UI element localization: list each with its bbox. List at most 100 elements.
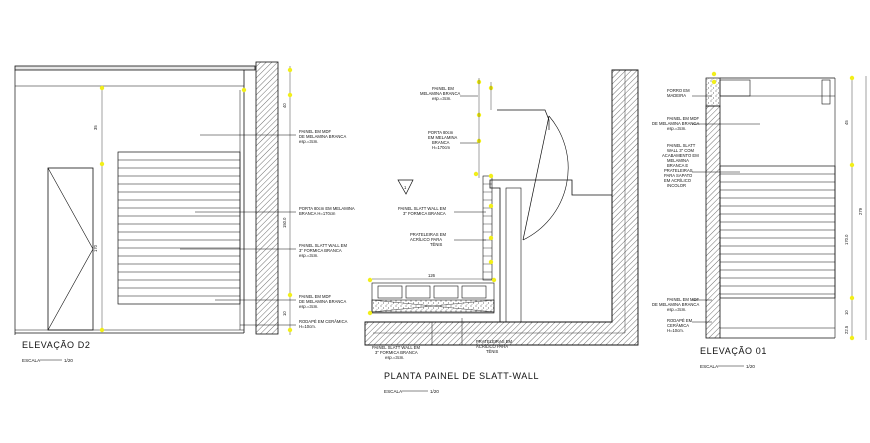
note-shelves: ACRÍLICO PARA [476,344,508,349]
note-door: H=170cm [432,145,451,150]
note-mdf-panel: esp.=3cm. [299,139,318,144]
door-swing-mark [47,167,94,331]
plan-cabinet-outline [489,179,613,323]
note-slatwall: 3" FORMICA BRANCA [299,248,342,253]
note-slatwall: 3" FORMICA BRANCA [375,350,418,355]
note-door: EM MELAMINA [428,135,458,140]
door-outline [47,167,94,331]
leader-lines-d2 [180,134,296,326]
note-panel: esp.=3cm. [432,96,451,101]
acrylic-shelf [461,285,487,299]
plan-acrylic-shelves [377,285,487,299]
note-skirting: RODAPÉ EM CERÂMICA [299,319,348,324]
note-slatwall: PARA SAPATO [664,173,693,178]
slatwall-panel-d2 [117,151,241,305]
acrylic-shelf [433,285,459,299]
note-slatwall: PAINEL SLATT WALL EM [299,243,347,248]
scale-value: 1/20 [64,358,73,363]
plan-left-slatwall [482,175,493,281]
note-slatwall: MELAMINA [667,158,689,163]
note-mdf-panel: esp.=3cm. [667,126,686,131]
dimension-markers-d2 [99,67,293,333]
note-door: PORTA 80cm [428,130,454,135]
dim-text: 22.5 [844,325,849,334]
note-shelves: ACRÍLICO PARA [410,237,442,242]
note-shelves: TÊNIS [486,349,499,354]
scale-value: 1/20 [430,389,439,394]
note-ceiling: FORRO EM [667,88,690,93]
note-mdf-panel: PAINEL EM MDF [299,294,332,299]
dimension-markers-01 [711,71,855,341]
note-mdf-panel: esp.=3cm. [299,304,318,309]
note-mdf-panel: PAINEL EM MDF [667,116,700,121]
dim-text: 126 [428,273,436,278]
note-shelves: PRATELEIRAS EM [410,232,447,237]
note-panel: MELAMINA BRANCA [420,91,460,96]
view-title: PLANTA PAINEL DE SLATT-WALL [384,371,539,381]
note-mdf-panel: DE MELAMINA BRANCA [652,121,699,126]
note-shelves: TÊNIS [430,242,443,247]
note-mdf-panel: DE MELAMINA BRANCA [652,302,699,307]
note-slatwall: ACABAMENTO EM [662,153,699,158]
plan-shelf-block [371,282,495,314]
note-slatwall: PAINEL SLATT [667,143,696,148]
note-mdf-panel: DE MELAMINA BRANCA [299,134,346,139]
scale-label: ESCALA [384,389,403,394]
dim-text: 279 [858,207,863,215]
ceiling-detail [719,79,751,97]
note-slatwall: PAINEL SLATT WALL EM [398,206,446,211]
note-slatwall: PAINEL SLATT WALL EM [372,345,420,350]
acrylic-shelf [405,285,431,299]
dim-text: 45 [844,120,849,125]
note-shelves: PRATELEIRAS EM [476,339,513,344]
section-marker-label: 1 [404,185,407,190]
note-door: BRANCA H=170cm [299,211,336,216]
note-slatwall: EM ACRÍLICO [664,178,692,183]
plan-door-leaf [522,115,550,241]
note-ceiling: MADEIRA [667,93,686,98]
scale-label: ESCALA [700,364,719,369]
scale-value: 1/20 [746,364,755,369]
view-title: ELEVAÇÃO D2 [22,340,90,350]
note-mdf-panel: esp.=3cm. [667,307,686,312]
scale-label: ESCALA [22,358,41,363]
note-slatwall: esp.=3cm. [299,253,318,258]
note-door: BRANCA [432,140,450,145]
note-slatwall: PRATELEIRAS [664,168,693,173]
leader-lines-01 [692,95,760,323]
note-slatwall: 3" FORMICA BRANCA [403,211,446,216]
note-slatwall: esp.=3cm. [385,355,404,360]
dim-text: 10 [282,311,287,316]
dim-text: 40 [282,103,287,108]
wall-section-hatch [255,61,279,335]
dimension-markers-plan [367,79,497,316]
trim-detail [821,79,831,105]
note-skirting: H=10cm. [299,324,316,329]
note-panel: PAINEL EM [432,86,454,91]
view-title: ELEVAÇÃO 01 [700,346,767,356]
note-slatwall: BRANCA E [667,163,688,168]
note-mdf-panel: PAINEL EM MDF [667,297,700,302]
acrylic-shelf [377,285,403,299]
slatwall-panel-01 [719,165,836,299]
plan-slatwall-ticks [483,183,492,273]
dim-text: 10 [844,310,849,315]
note-skirting: RODAPÉ EM [667,318,693,323]
note-mdf-panel: DE MELAMINA BRANCA [299,299,346,304]
notes-01: FORRO EM MADEIRA PAINEL EM MDF DE MELAMI… [652,88,700,333]
note-skirting: H=10cm. [667,328,684,333]
slatwall-frame [719,165,836,299]
notes-plan: PAINEL EM MELAMINA BRANCA esp.=3cm. PORT… [372,86,513,360]
note-slatwall: INCOLOR [667,183,686,188]
note-mdf-panel: PAINEL EM MDF [299,129,332,134]
wall-section-hatch [705,105,721,339]
plan-door-arc [522,115,569,241]
dim-text: 35 [93,125,98,130]
elevation-01: 45 170.0 279 10 22.5 FORRO EM MADEIRA PA… [652,71,867,369]
plan-upper-panel [497,109,550,130]
plan-slatwall: 126 1 PAINEL EM MELAMINA BRANCA es [364,69,639,394]
note-slatwall: WALL 3" COM [667,148,695,153]
notes-d2: PAINEL EM MDF DE MELAMINA BRANCA esp.=3c… [299,129,355,329]
note-skirting: CERÂMICA [667,323,689,328]
